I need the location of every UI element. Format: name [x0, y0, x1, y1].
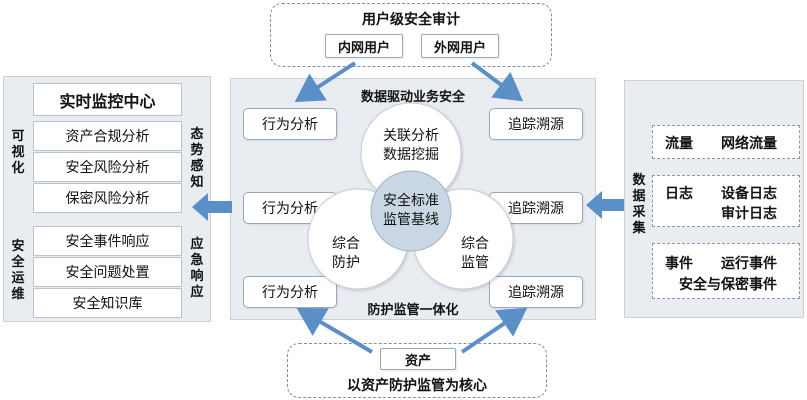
center-top-label: 数据驱动业务安全 [360, 90, 465, 105]
asset-box: 资产 [380, 348, 456, 370]
asset-core-box: 资产 以资产防护监管为核心 [287, 343, 547, 398]
issue-handling-item: 安全问题处置 [33, 257, 182, 287]
visual-label: 可 视 化 [11, 129, 25, 176]
center-panel: 数据驱动业务安全 防护监管一体化 行为分析 行为分析 行为分析 追踪溯源 追踪溯… [230, 78, 596, 320]
circle-core-line-1: 安全标准 [383, 193, 439, 209]
circle-right-line-1: 综合 [461, 236, 489, 252]
center-bottom-label: 防护监管一体化 [367, 303, 459, 318]
traffic-row: 流量 网络流量 [652, 125, 800, 159]
inner-user-box: 内网用户 [325, 34, 403, 58]
circle-core [370, 170, 452, 252]
awareness-label: 态 势 感 知 [190, 127, 204, 190]
right-panel: 数 据 采 集 流量 网络流量 日志 设备日志 审计日志 事件 运行事件 安全与… [624, 80, 804, 318]
runtime-event-label: 运行事件 [721, 256, 777, 272]
response-label: 应 急 响 应 [190, 237, 204, 300]
left-panel: 可 视 化 安 全 运 维 态 势 感 知 应 急 响 应 实时监控中心 资产合… [3, 76, 211, 322]
device-log-label: 设备日志 [721, 186, 777, 202]
circle-core-line-2: 监管基线 [383, 212, 439, 228]
monitor-center-heading: 实时监控中心 [33, 83, 182, 116]
event-label: 事件 [665, 256, 693, 272]
behavior-analysis-box-3: 行为分析 [243, 276, 337, 308]
behavior-analysis-box-1: 行为分析 [243, 108, 337, 140]
asset-core-title: 以资产防护监管为核心 [347, 378, 487, 394]
user-audit-title: 用户级安全审计 [362, 12, 460, 28]
security-secrecy-event-label: 安全与保密事件 [679, 277, 777, 293]
knowledge-base-item: 安全知识库 [33, 288, 182, 318]
circle-left-line-1: 综合 [332, 236, 360, 252]
log-label: 日志 [665, 186, 693, 202]
network-traffic-label: 网络流量 [721, 136, 777, 152]
asset-compliance-item: 资产合规分析 [33, 121, 182, 151]
secrecy-risk-item: 保密风险分析 [33, 183, 182, 213]
circle-core-text: 安全标准 监管基线 [371, 192, 451, 230]
circle-top-line-1: 关联分析 [383, 128, 439, 144]
log-row: 日志 设备日志 审计日志 [652, 175, 800, 227]
circle-left-line-2: 防护 [332, 255, 360, 271]
audit-log-label: 审计日志 [721, 206, 777, 222]
ops-label: 安 全 运 维 [11, 239, 25, 302]
traffic-label: 流量 [665, 136, 693, 152]
circle-left-text: 综合 防护 [321, 235, 371, 273]
incident-response-item: 安全事件响应 [33, 226, 182, 256]
event-row: 事件 运行事件 安全与保密事件 [652, 243, 800, 299]
user-audit-box: 用户级安全审计 内网用户 外网用户 [270, 3, 552, 67]
trace-source-box-1: 追踪溯源 [489, 108, 583, 140]
circle-right-text: 综合 监管 [450, 235, 500, 273]
outer-user-box: 外网用户 [421, 34, 499, 58]
circle-top-text: 关联分析 数据挖掘 [371, 127, 451, 165]
security-risk-item: 安全风险分析 [33, 152, 182, 182]
trace-source-box-3: 追踪溯源 [489, 276, 583, 308]
data-collect-label: 数 据 采 集 [632, 173, 646, 236]
venn-circles [307, 102, 514, 290]
circle-right-line-2: 监管 [461, 255, 489, 271]
circle-top-line-2: 数据挖掘 [383, 147, 439, 163]
